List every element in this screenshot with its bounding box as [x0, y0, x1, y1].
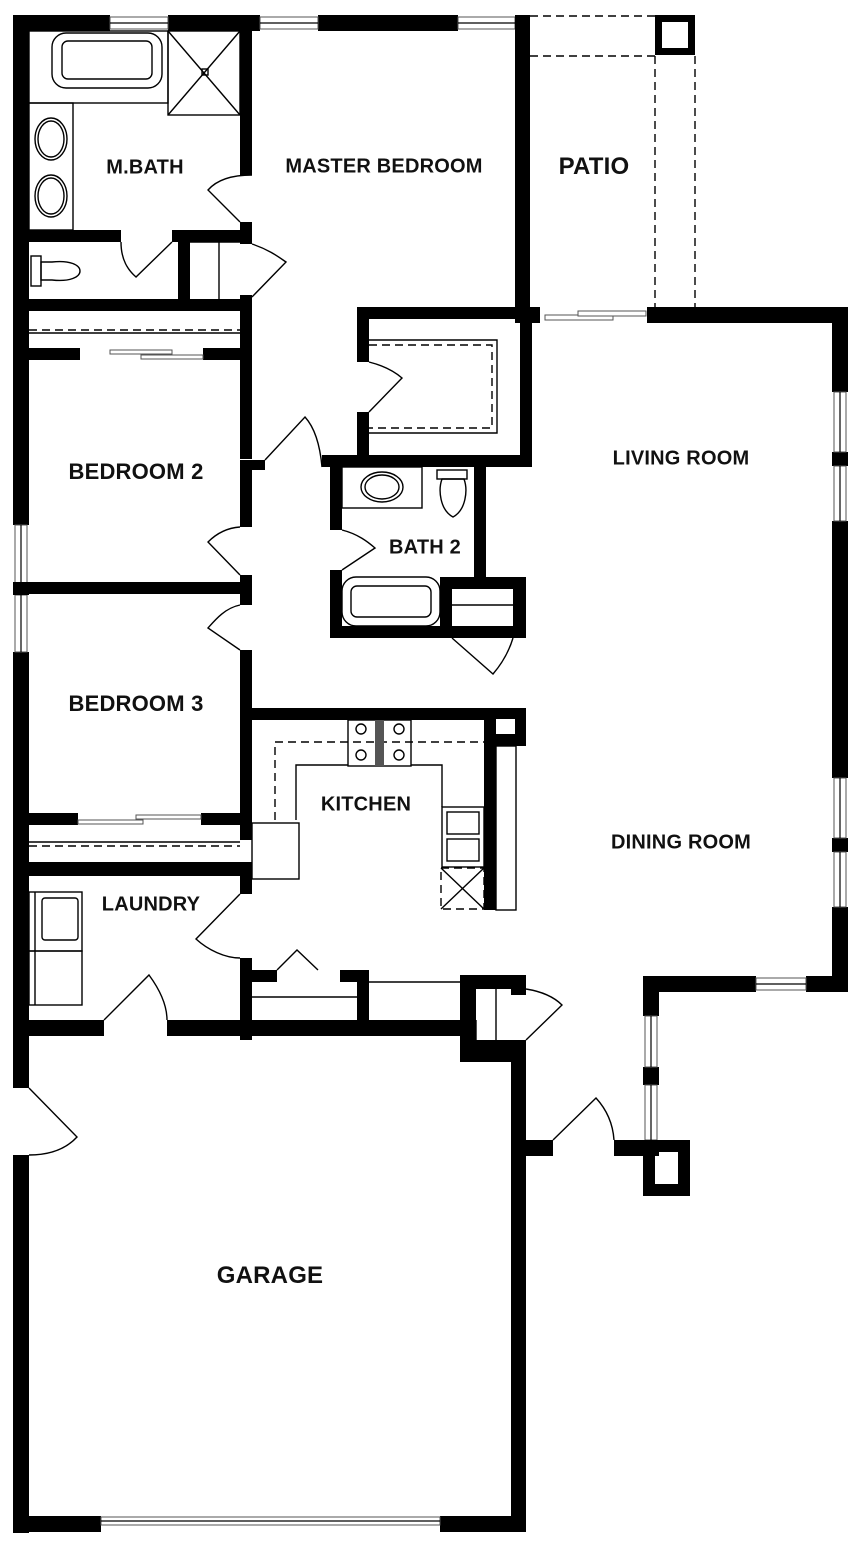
door-mbath-wc: [120, 241, 173, 278]
master-vanity: [28, 102, 74, 231]
washer-dryer: [28, 891, 83, 1006]
room-label-living-room: LIVING ROOM: [612, 447, 750, 470]
window-mbath-top: [109, 16, 169, 30]
door-walkin: [368, 361, 404, 413]
room-label-patio: PATIO: [558, 153, 630, 180]
bath2-vanity: [341, 466, 423, 509]
window-master-top-right: [457, 16, 516, 30]
window-living-right-2: [833, 465, 847, 522]
window-bedroom2-left: [14, 524, 28, 584]
bath2-tub: [341, 576, 441, 627]
room-label-garage: GARAGE: [216, 1262, 324, 1289]
window-bedroom3-left: [14, 594, 28, 653]
interior-walls: [13, 15, 532, 1040]
window-entry-1: [644, 1015, 658, 1068]
window-entry-2: [644, 1084, 658, 1141]
sliding-door-patio: [544, 310, 647, 321]
door-bath2: [341, 529, 377, 571]
bath2-toilet: [436, 469, 468, 518]
door-garage-side: [28, 1087, 78, 1156]
room-label-laundry: LAUNDRY: [101, 893, 201, 916]
room-label-master-bedroom: MASTER BEDROOM: [285, 155, 483, 178]
garage-door: [100, 1516, 441, 1526]
room-label-bedroom-3: BEDROOM 3: [68, 691, 204, 716]
door-laundry: [194, 893, 241, 959]
window-dining-bottom: [755, 977, 807, 991]
bedroom3-closet: [29, 814, 240, 847]
kitchen-stove: [347, 719, 412, 767]
fixtures: [28, 30, 517, 1040]
exterior-walls: [13, 15, 848, 1533]
window-master-top-left: [259, 16, 319, 30]
doors: [28, 174, 615, 1156]
window-living-right-1: [833, 391, 847, 453]
door-mbath: [207, 174, 253, 223]
door-master-hall: [264, 415, 323, 468]
patio-outline: [530, 15, 696, 307]
window-dining-right-1: [833, 777, 847, 839]
room-label-bath-2: BATH 2: [389, 536, 461, 559]
door-bedroom3: [206, 604, 241, 651]
door-laundry-garage: [103, 973, 168, 1021]
room-label-dining-room: DINING ROOM: [611, 831, 751, 854]
door-wh: [525, 988, 563, 1041]
room-label-kitchen: KITCHEN: [320, 793, 412, 816]
kitchen-counters: [251, 741, 517, 911]
door-pantry: [276, 949, 319, 971]
walk-in-closet-shelves: [369, 339, 498, 434]
master-tub: [28, 30, 169, 104]
master-shower: [167, 30, 241, 116]
room-label-master-bath: M.BATH: [106, 156, 184, 179]
door-entry: [552, 1096, 615, 1141]
door-linen: [251, 243, 288, 298]
door-linen-hall: [451, 637, 514, 675]
door-bedroom2: [207, 526, 241, 576]
bedroom2-closet: [29, 329, 240, 360]
room-label-bedroom-2: BEDROOM 2: [68, 459, 204, 484]
window-dining-right-2: [833, 851, 847, 908]
master-toilet: [30, 255, 81, 287]
